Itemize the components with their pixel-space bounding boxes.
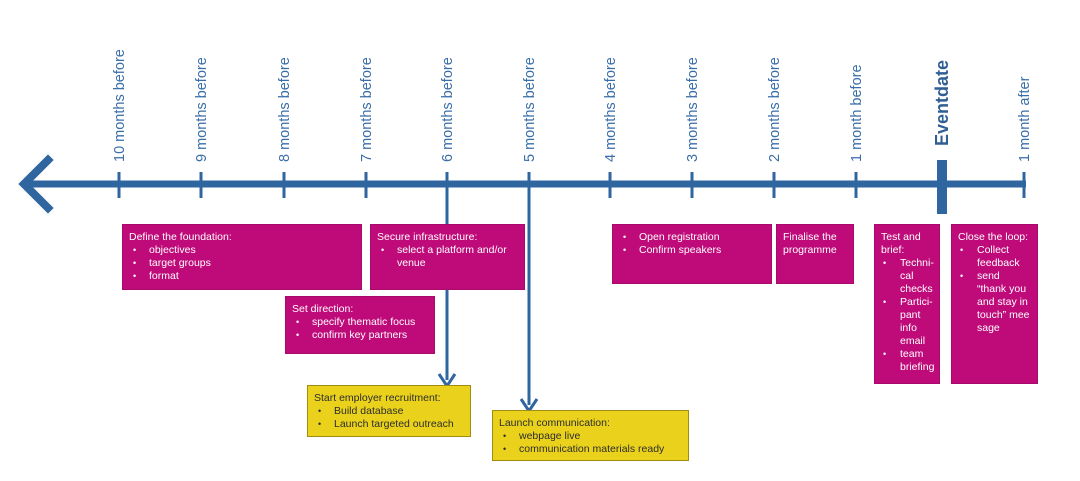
box-title: Launch communication: [499, 417, 610, 429]
tick-label: 1 month after [1017, 76, 1033, 162]
list-item: webpage live [499, 430, 682, 443]
tick-label: 8 months before [277, 57, 293, 162]
list-item: communication materials ready [499, 443, 682, 456]
tick-label: 9 months before [194, 57, 210, 162]
box-set-direction: Set direction: specify thematic focus co… [285, 296, 435, 354]
tick-label: 7 months before [359, 57, 375, 162]
timeline-labels: 10 months before 9 months before 8 months … [112, 49, 1033, 162]
tick-label: 5 months before [522, 57, 538, 162]
list-item: specify thematic focus [292, 316, 428, 329]
tick-label: Eventdate [932, 60, 952, 146]
box-title: Start employer recruitment: [314, 392, 441, 404]
box-title: Define the foundation: [129, 231, 232, 243]
list-item: target groups [129, 257, 355, 270]
box-title: Finalise the programme [783, 231, 837, 256]
box-launch-communication: Launch communication: webpage live commu… [492, 410, 689, 461]
box-test-and-brief: Test and brief: Techni-cal checks Partic… [874, 224, 940, 384]
list-item: Collect feedback [958, 244, 1031, 270]
list-item: Techni-cal checks [881, 257, 934, 296]
list-item: send “thank you and stay in touch” mee s… [958, 270, 1031, 335]
tick-label: 4 months before [603, 57, 619, 162]
list-item: Partici-pant info email [881, 296, 933, 348]
box-define-foundation: Define the foundation: objectives target… [122, 224, 362, 290]
list-item: Launch targeted outreach [314, 418, 464, 431]
timeline-ticks [117, 160, 1026, 214]
tick-label: 10 months before [112, 49, 128, 162]
box-title: Set direction: [292, 303, 354, 315]
list-item: Build database [314, 405, 464, 418]
box-secure-infrastructure: Secure infrastructure: select a platform… [370, 224, 525, 290]
box-title: Test and brief: [881, 231, 921, 256]
box-close-the-loop: Close the loop: Collect feedback send “t… [951, 224, 1038, 384]
box-title: Secure infrastructure: [377, 231, 478, 243]
tick-label: 6 months before [440, 57, 456, 162]
list-item: Open registration [619, 231, 765, 244]
tick-label: 2 months before [767, 57, 783, 162]
box-title: Close the loop: [958, 231, 1029, 243]
box-finalise-programme: Finalise the programme [776, 224, 854, 284]
list-item: objectives [129, 244, 355, 257]
list-item: Confirm speakers [619, 244, 765, 257]
timeline-axis [18, 154, 1026, 214]
list-item: confirm key partners [292, 329, 428, 342]
list-item: team briefing [881, 348, 934, 374]
arrow-left-icon [18, 154, 54, 214]
tick-label: 3 months before [685, 57, 701, 162]
tick-label: 1 month before [849, 64, 865, 162]
box-open-registration: Open registration Confirm speakers [612, 224, 772, 284]
box-employer-recruitment: Start employer recruitment: Build databa… [307, 385, 471, 437]
list-item: select a platform and/or venue [377, 244, 518, 270]
list-item: format [129, 270, 355, 283]
